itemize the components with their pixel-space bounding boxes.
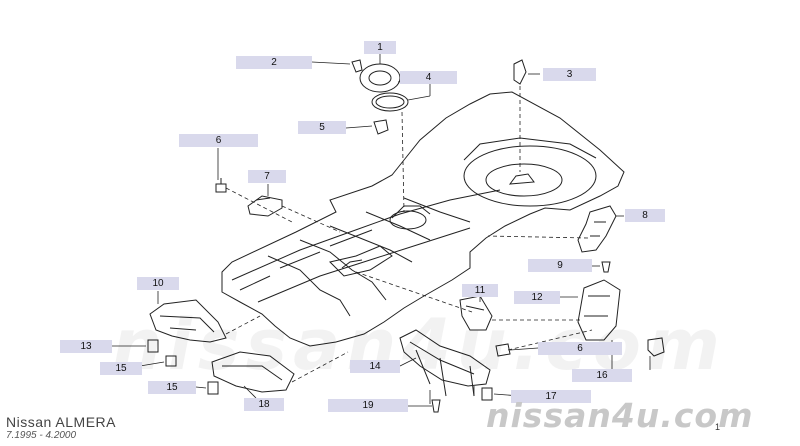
page-mark: 1 [715,422,721,432]
floor-tunnel-2 [257,227,471,303]
floor-plug-hole [389,210,427,230]
part-bracket-8 [577,205,617,253]
callout-10: 10 [137,277,179,290]
part-bolt-13 [147,339,159,353]
callout-9: 9 [528,259,592,272]
part-bolt-9 [601,261,611,273]
part-bolt-6 [215,178,227,193]
callout-14: 14 [350,360,400,373]
callout-4: 4 [400,71,457,84]
part-clip-2 [351,59,363,73]
callout-6b: 6 [538,342,622,355]
part-bracket-7 [247,195,283,217]
part-member-18 [211,351,295,393]
callout-15a: 15 [100,362,142,375]
callout-3: 3 [543,68,596,81]
brand-watermark: nissan4u.com [486,396,754,435]
callout-13: 13 [60,340,112,353]
callout-19: 19 [328,399,408,412]
part-bracket-12 [577,279,621,341]
part-nut-17 [481,387,493,401]
callout-2: 2 [236,56,312,69]
part-clip-5 [373,119,389,135]
part-nut-15a [165,355,177,367]
callout-8: 8 [625,209,665,222]
callout-5: 5 [298,121,346,134]
floor-panel-outline [221,91,625,347]
part-member-14 [399,329,491,387]
callout-1: 1 [364,41,396,54]
callout-6: 6 [179,134,258,147]
part-clip-6b [495,343,511,357]
floor-tunnel [231,189,501,281]
part-nut-15b [207,381,219,395]
part-plug [359,63,401,93]
callout-16: 16 [572,369,632,382]
part-bolt-19 [431,399,441,413]
part-ring [371,92,409,112]
callout-18: 18 [244,398,284,411]
model-name: Nissan ALMERA [6,414,116,430]
part-member-10 [149,299,227,343]
part-bracket-11 [459,295,493,331]
spare-wheel-well [463,145,597,207]
callout-15b: 15 [148,381,196,394]
part-bracket-3 [513,59,527,85]
callout-11: 11 [462,284,498,297]
production-dates: 7.1995 - 4.2000 [6,430,77,441]
part-grommet-16 [647,337,665,357]
callout-17: 17 [511,390,591,403]
callout-7: 7 [248,170,286,183]
callout-12: 12 [514,291,560,304]
